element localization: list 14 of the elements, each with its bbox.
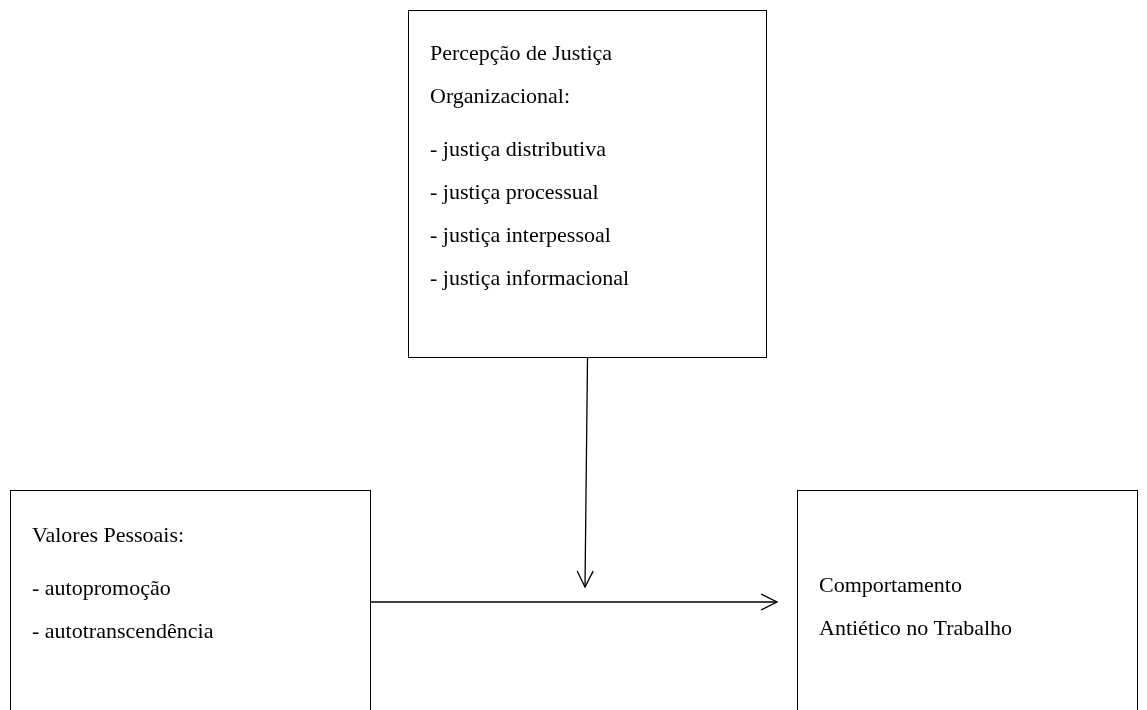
list-item: - justiça interpessoal xyxy=(430,221,611,249)
text-box xyxy=(10,490,371,710)
list-item: - justiça distributiva xyxy=(430,135,606,163)
list-item: - justiça informacional xyxy=(430,264,630,292)
text-box xyxy=(408,10,767,358)
list-item: - justiça processual xyxy=(430,178,599,206)
arrow xyxy=(370,593,778,611)
box-heading: Comportamento Antiético no Trabalho xyxy=(819,571,1014,642)
text-box xyxy=(797,490,1138,710)
arrow xyxy=(576,357,594,588)
list-item: - autotranscendência xyxy=(32,617,214,645)
box-heading: Valores Pessoais: xyxy=(32,521,185,549)
box-heading: Percepção de Justiça Organizacional: xyxy=(430,39,614,110)
list-item: - autopromoção xyxy=(32,574,171,602)
